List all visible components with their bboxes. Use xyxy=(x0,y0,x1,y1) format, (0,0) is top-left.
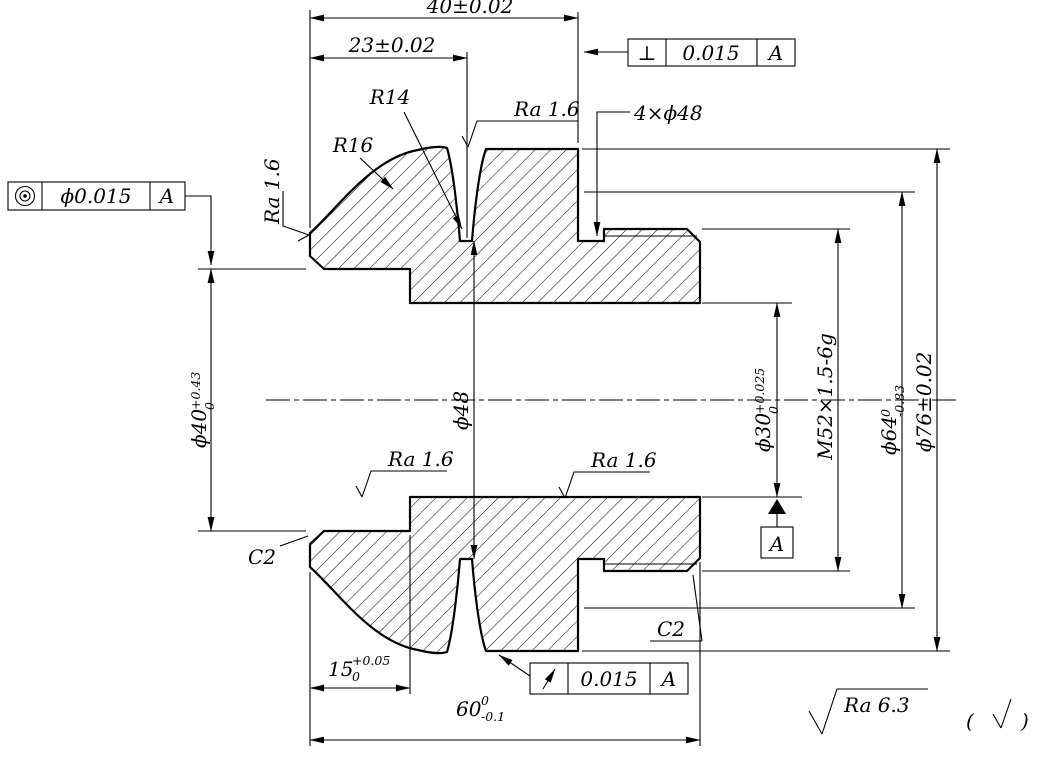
dim-length-40-text: 40±0.02 xyxy=(426,0,514,18)
runout-value: 0.015 xyxy=(580,667,637,691)
label-slot-text: 4×ϕ48 xyxy=(633,101,703,125)
label-r16: R16 xyxy=(332,133,394,190)
dim-dia-40-text: ϕ40 xyxy=(187,409,211,448)
circular-runout-icon xyxy=(542,668,556,690)
perpendicularity-icon: ⊥ xyxy=(638,41,657,65)
part-section-view xyxy=(308,145,702,655)
svg-text:+0.05: +0.05 xyxy=(352,653,390,668)
dim-length-40: 40±0.02 xyxy=(309,0,579,22)
dim-dia-64: ϕ64 0 -0.83 xyxy=(877,191,907,609)
paren-close: ) xyxy=(1020,709,1029,733)
paren-open: ( xyxy=(966,709,975,733)
svg-text:0: 0 xyxy=(352,669,360,684)
small-check-icon xyxy=(992,698,1012,729)
surface-mark-groove: Ra 1.6 xyxy=(461,97,580,148)
label-c2-right: C2 xyxy=(650,574,703,642)
dim-dia-48-text: ϕ48 xyxy=(449,391,473,430)
label-r14-text: R14 xyxy=(369,85,411,109)
svg-text:0: 0 xyxy=(481,693,489,708)
concentricity-value: ϕ0.015 xyxy=(61,184,132,208)
perpendicularity-value: 0.015 xyxy=(682,41,739,65)
surface-mark-left-face: Ra 1.6 xyxy=(260,158,310,242)
roughness-ra63-text: Ra 6.3 xyxy=(843,693,910,717)
label-c2-left: C2 xyxy=(248,535,309,569)
fcf-circular-runout: 0.015 A xyxy=(498,654,689,695)
fcf-perpendicularity: ⊥ 0.015 A xyxy=(583,38,796,67)
label-r14: R14 xyxy=(369,85,463,230)
datum-a: A xyxy=(760,499,794,559)
roughness-check-icon: Ra 6.3 xyxy=(808,688,928,735)
part-upper-section xyxy=(308,145,702,305)
label-slot-4x48: 4×ϕ48 xyxy=(593,101,703,237)
concentricity-icon xyxy=(14,185,36,207)
datum-triangle xyxy=(768,499,786,514)
svg-text:0: 0 xyxy=(878,409,893,417)
svg-text:-0.83: -0.83 xyxy=(892,385,907,417)
svg-text:0: 0 xyxy=(202,402,217,410)
svg-text:+0.43: +0.43 xyxy=(188,372,203,410)
dim-thread-text: M52×1.5-6g xyxy=(813,333,837,461)
dim-length-23: 23±0.02 xyxy=(309,33,468,62)
surface-mark-left-face-text: Ra 1.6 xyxy=(260,158,284,225)
label-r16-text: R16 xyxy=(332,133,374,157)
dim-dia-76-text: ϕ76±0.02 xyxy=(912,352,936,452)
dim-dia-40: ϕ40 +0.43 0 xyxy=(187,268,217,532)
dim-length-15: 15 +0.05 0 xyxy=(309,653,411,692)
runout-datum: A xyxy=(660,667,676,691)
surface-mark-counterbore: Ra 1.6 xyxy=(355,447,454,498)
dim-dia-30: ϕ30 +0.025 0 xyxy=(751,302,781,498)
datum-a-label: A xyxy=(768,532,784,556)
dim-length-60-text: 60 xyxy=(456,697,482,721)
dim-dia-48: ϕ48 xyxy=(449,240,478,560)
fcf-concentricity: ϕ0.015 A xyxy=(7,181,215,266)
dim-length-23-text: 23±0.02 xyxy=(348,33,436,57)
dim-length-60: 60 0 -0.1 xyxy=(309,693,701,744)
part-lower-section xyxy=(308,495,702,655)
svg-text:-0.1: -0.1 xyxy=(481,709,505,724)
extension-lines xyxy=(198,10,950,746)
dim-dia-30-text: ϕ30 xyxy=(751,413,775,452)
label-c2-right-text: C2 xyxy=(657,617,685,641)
perpendicularity-datum: A xyxy=(767,41,783,65)
dim-length-15-text: 15 xyxy=(328,657,353,681)
svg-text:+0.025: +0.025 xyxy=(752,368,767,414)
dim-dia-64-text: ϕ64 xyxy=(877,416,901,455)
general-roughness-note: Ra 6.3 ( ) xyxy=(808,688,1029,735)
label-c2-left-text: C2 xyxy=(248,545,276,569)
surface-mark-bore-text: Ra 1.6 xyxy=(590,448,657,472)
dim-dia-76: ϕ76±0.02 xyxy=(912,148,941,652)
surface-mark-counterbore-text: Ra 1.6 xyxy=(387,447,454,471)
surface-mark-groove-text: Ra 1.6 xyxy=(513,97,580,121)
concentricity-datum: A xyxy=(158,184,174,208)
dim-thread-m52: M52×1.5-6g xyxy=(813,228,842,572)
surface-mark-bore: Ra 1.6 xyxy=(558,448,657,499)
svg-text:0: 0 xyxy=(766,406,781,414)
